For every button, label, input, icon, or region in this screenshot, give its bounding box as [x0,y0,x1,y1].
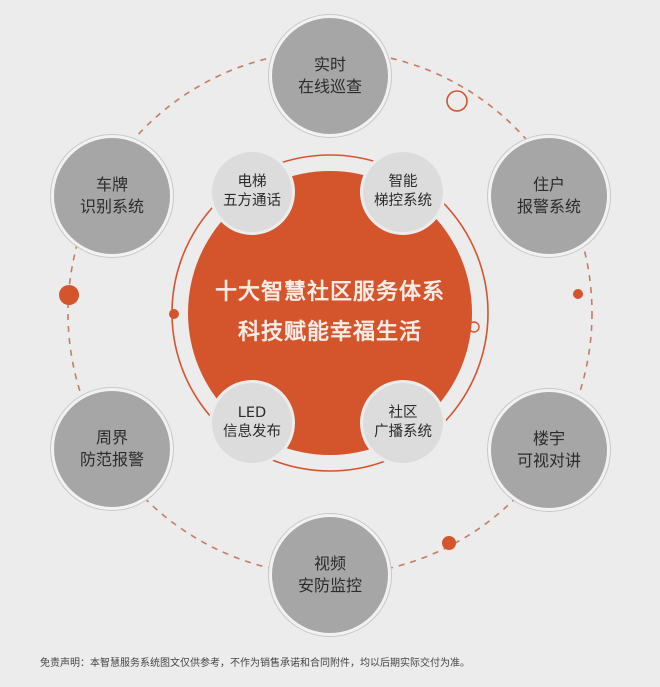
node-resident-alarm: 住户 报警系统 [491,138,607,254]
core-title-line1: 十大智慧社区服务体系 [214,280,445,305]
orbit-dot-small-right [573,289,583,299]
node-label-line1: 电梯 [237,174,267,190]
orbit-hollow-dot [446,90,468,112]
node-label-line1: 社区 [388,405,418,421]
node-label-line1: 实时 [313,55,346,74]
node-plate-recognition: 车牌 识别系统 [54,138,170,254]
core-title-line2: 科技赋能幸福生活 [237,320,422,345]
node-label-line2: 在线巡查 [297,77,362,96]
node-label-line2: 识别系统 [79,197,144,216]
orbit-dot-large-left [59,285,79,305]
node-community-broadcast: 社区 广播系统 [363,383,443,463]
node-elevator-intercom: 电梯 五方通话 [212,152,292,232]
node-label-line1: 周界 [95,428,128,447]
node-label-line2: 报警系统 [516,197,581,216]
node-label-line1: 智能 [388,174,418,190]
node-perimeter-alarm: 周界 防范报警 [54,391,170,507]
node-label-line2: 广播系统 [374,424,432,440]
node-label-line2: 安防监控 [297,576,362,595]
node-label-line1: LED [237,405,267,421]
disclaimer-text: 免责声明：本智慧服务系统图文仅供参考，不作为销售承诺和合同附件，均以后期实际交付… [40,658,470,669]
node-label-line1: 视频 [313,554,346,573]
node-label-line1: 楼宇 [532,429,565,448]
node-label-line2: 五方通话 [223,193,281,209]
node-label-line2: 信息发布 [223,424,281,440]
node-led-info: LED 信息发布 [212,383,292,463]
node-label-line1: 住户 [532,175,565,194]
node-label-line1: 车牌 [95,175,128,194]
node-label-line2: 梯控系统 [374,193,432,209]
node-elevator-control: 智能 梯控系统 [363,152,443,232]
node-building-intercom: 楼宇 可视对讲 [491,392,607,508]
node-video-surveillance: 视频 安防监控 [272,517,388,633]
orbit-dot-bottom-right [442,536,456,550]
node-realtime-patrol: 实时 在线巡查 [272,18,388,134]
node-label-line2: 可视对讲 [516,451,581,470]
node-label-line2: 防范报警 [79,450,144,469]
ring-dot-left [169,309,179,319]
